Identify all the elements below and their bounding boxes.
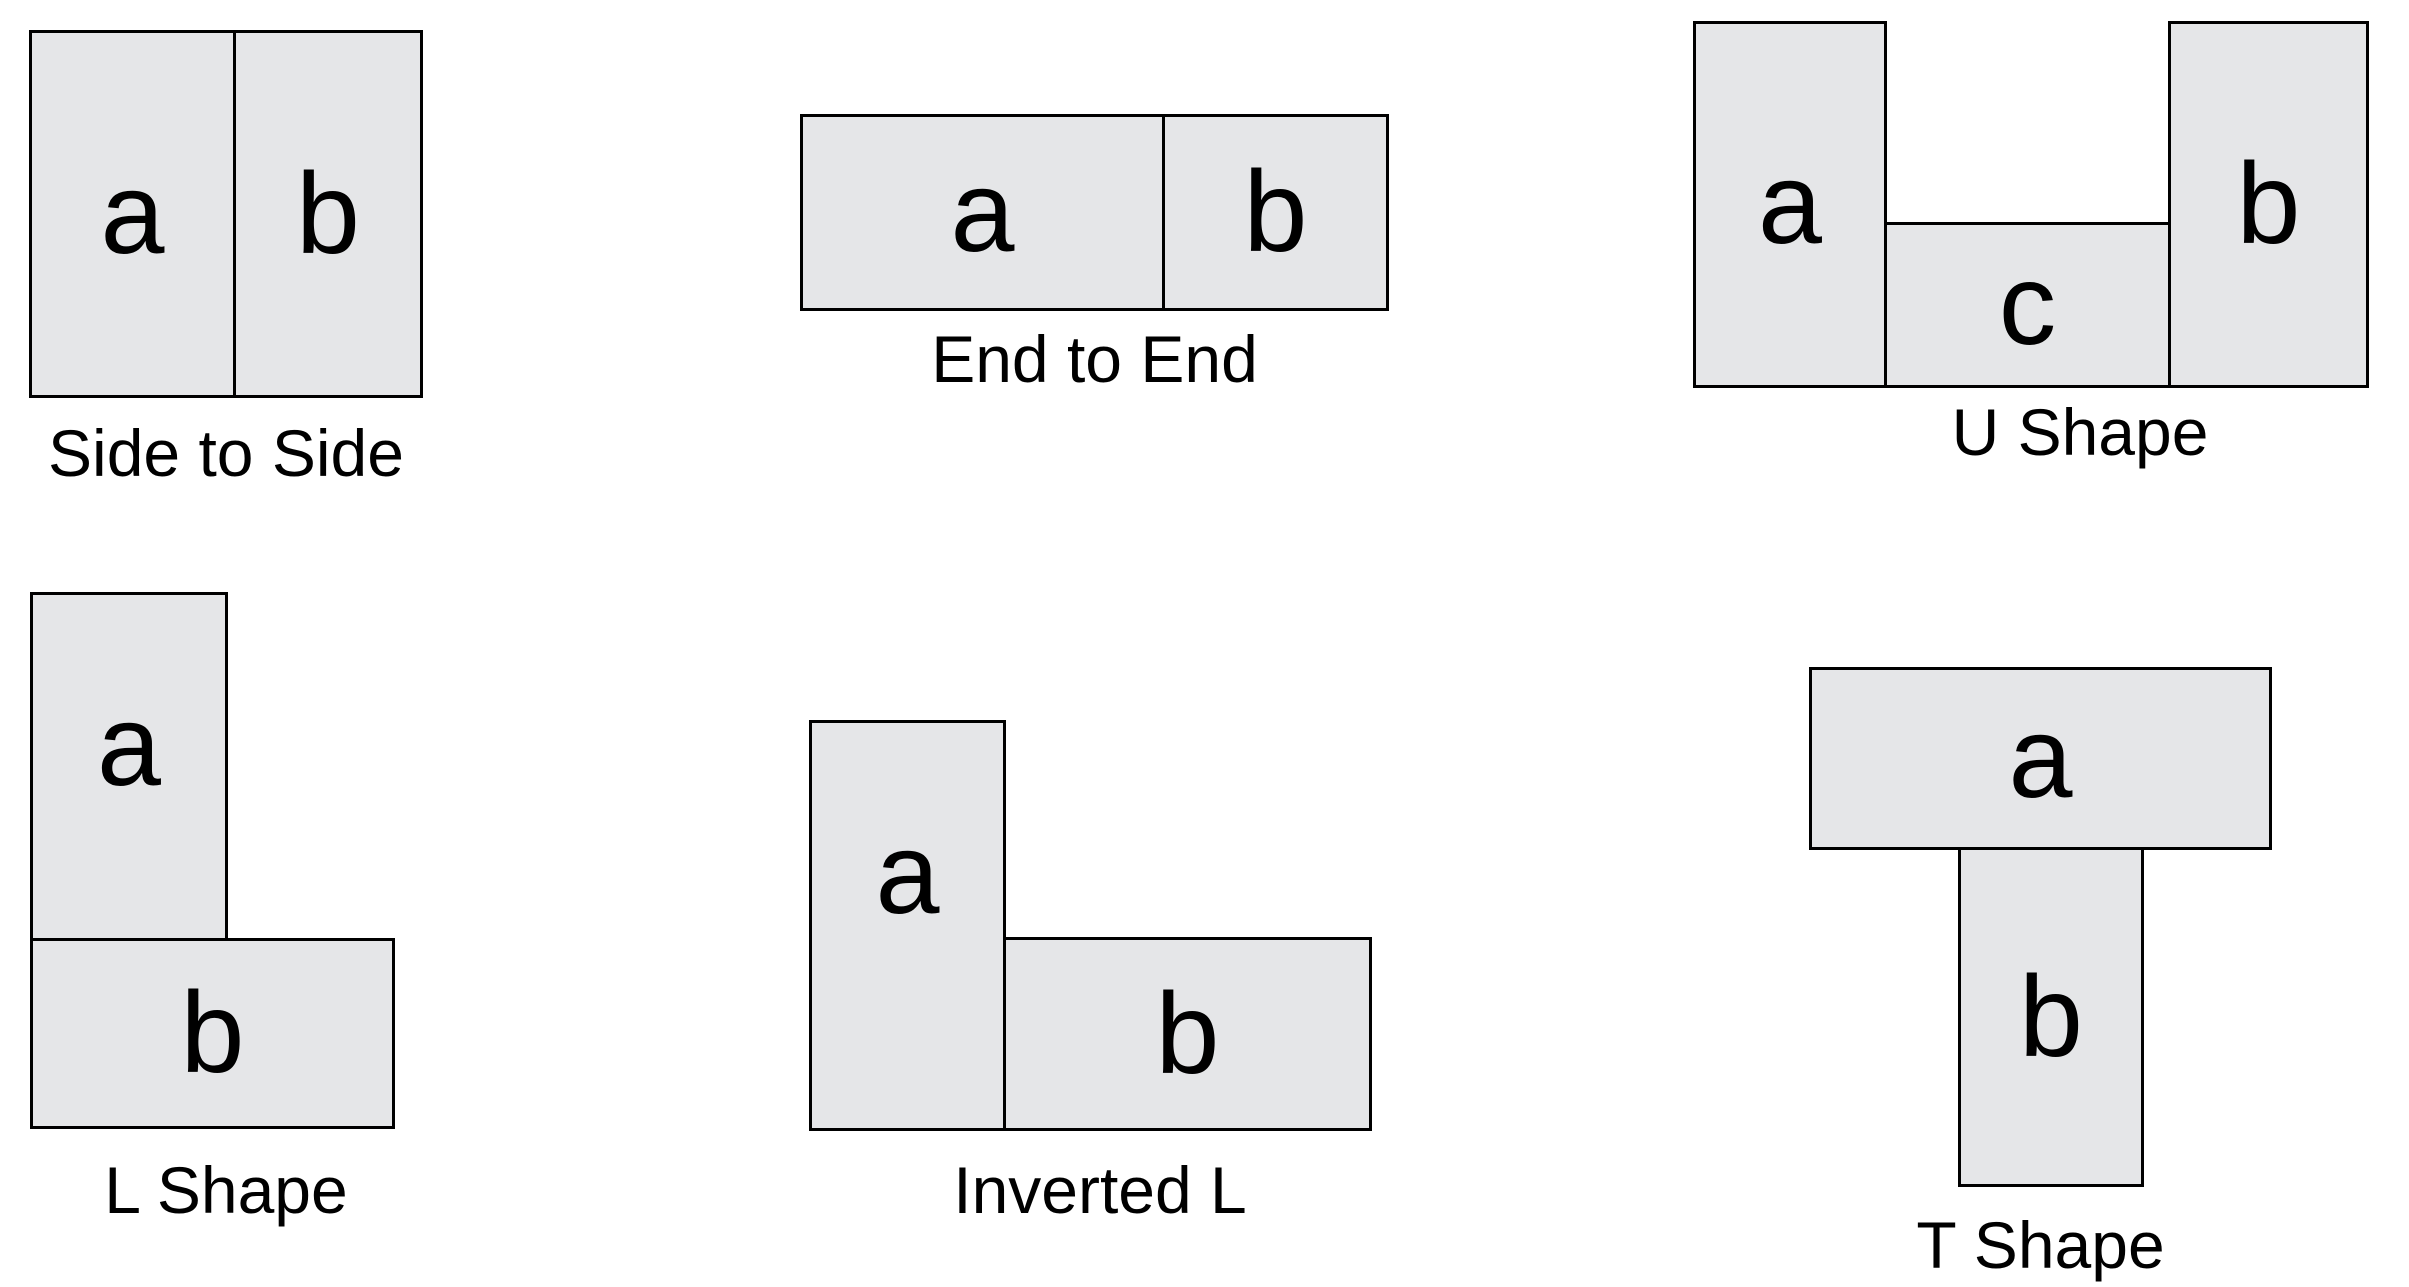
rect-a: a — [800, 114, 1165, 311]
rect-a: a — [30, 592, 228, 941]
rect-b: b — [1003, 937, 1372, 1131]
rect-c: c — [1884, 222, 2171, 388]
rect-a: a — [809, 720, 1006, 1131]
caption-l-shape: L Shape — [104, 1153, 348, 1227]
rect-b: b — [30, 938, 395, 1129]
letter-b: b — [180, 969, 245, 1097]
letter-b: b — [1243, 148, 1308, 276]
caption-end-to-end: End to End — [931, 322, 1258, 396]
letter-a: a — [100, 149, 165, 278]
rect-b: b — [233, 30, 423, 398]
caption-t-shape: T Shape — [1916, 1208, 2165, 1282]
letter-a: a — [97, 682, 161, 810]
letter-a: a — [950, 148, 1015, 276]
letter-a: a — [875, 810, 940, 938]
caption-side-to-side: Side to Side — [48, 416, 404, 490]
rect-a: a — [1693, 21, 1887, 388]
letter-b: b — [296, 149, 360, 278]
rect-a: a — [29, 30, 236, 398]
letter-b: b — [2019, 952, 2083, 1081]
letter-a: a — [1758, 140, 1822, 268]
letter-b: b — [1155, 969, 1220, 1098]
caption-inverted-l: Inverted L — [953, 1153, 1247, 1227]
letter-b: b — [2236, 140, 2301, 268]
letter-a: a — [2008, 694, 2073, 822]
letter-c: c — [1998, 240, 2057, 369]
rect-b: b — [1162, 114, 1389, 311]
rect-b: b — [1958, 847, 2144, 1187]
caption-u-shape: U Shape — [1951, 395, 2209, 469]
rect-b: b — [2168, 21, 2369, 388]
rect-a: a — [1809, 667, 2272, 850]
